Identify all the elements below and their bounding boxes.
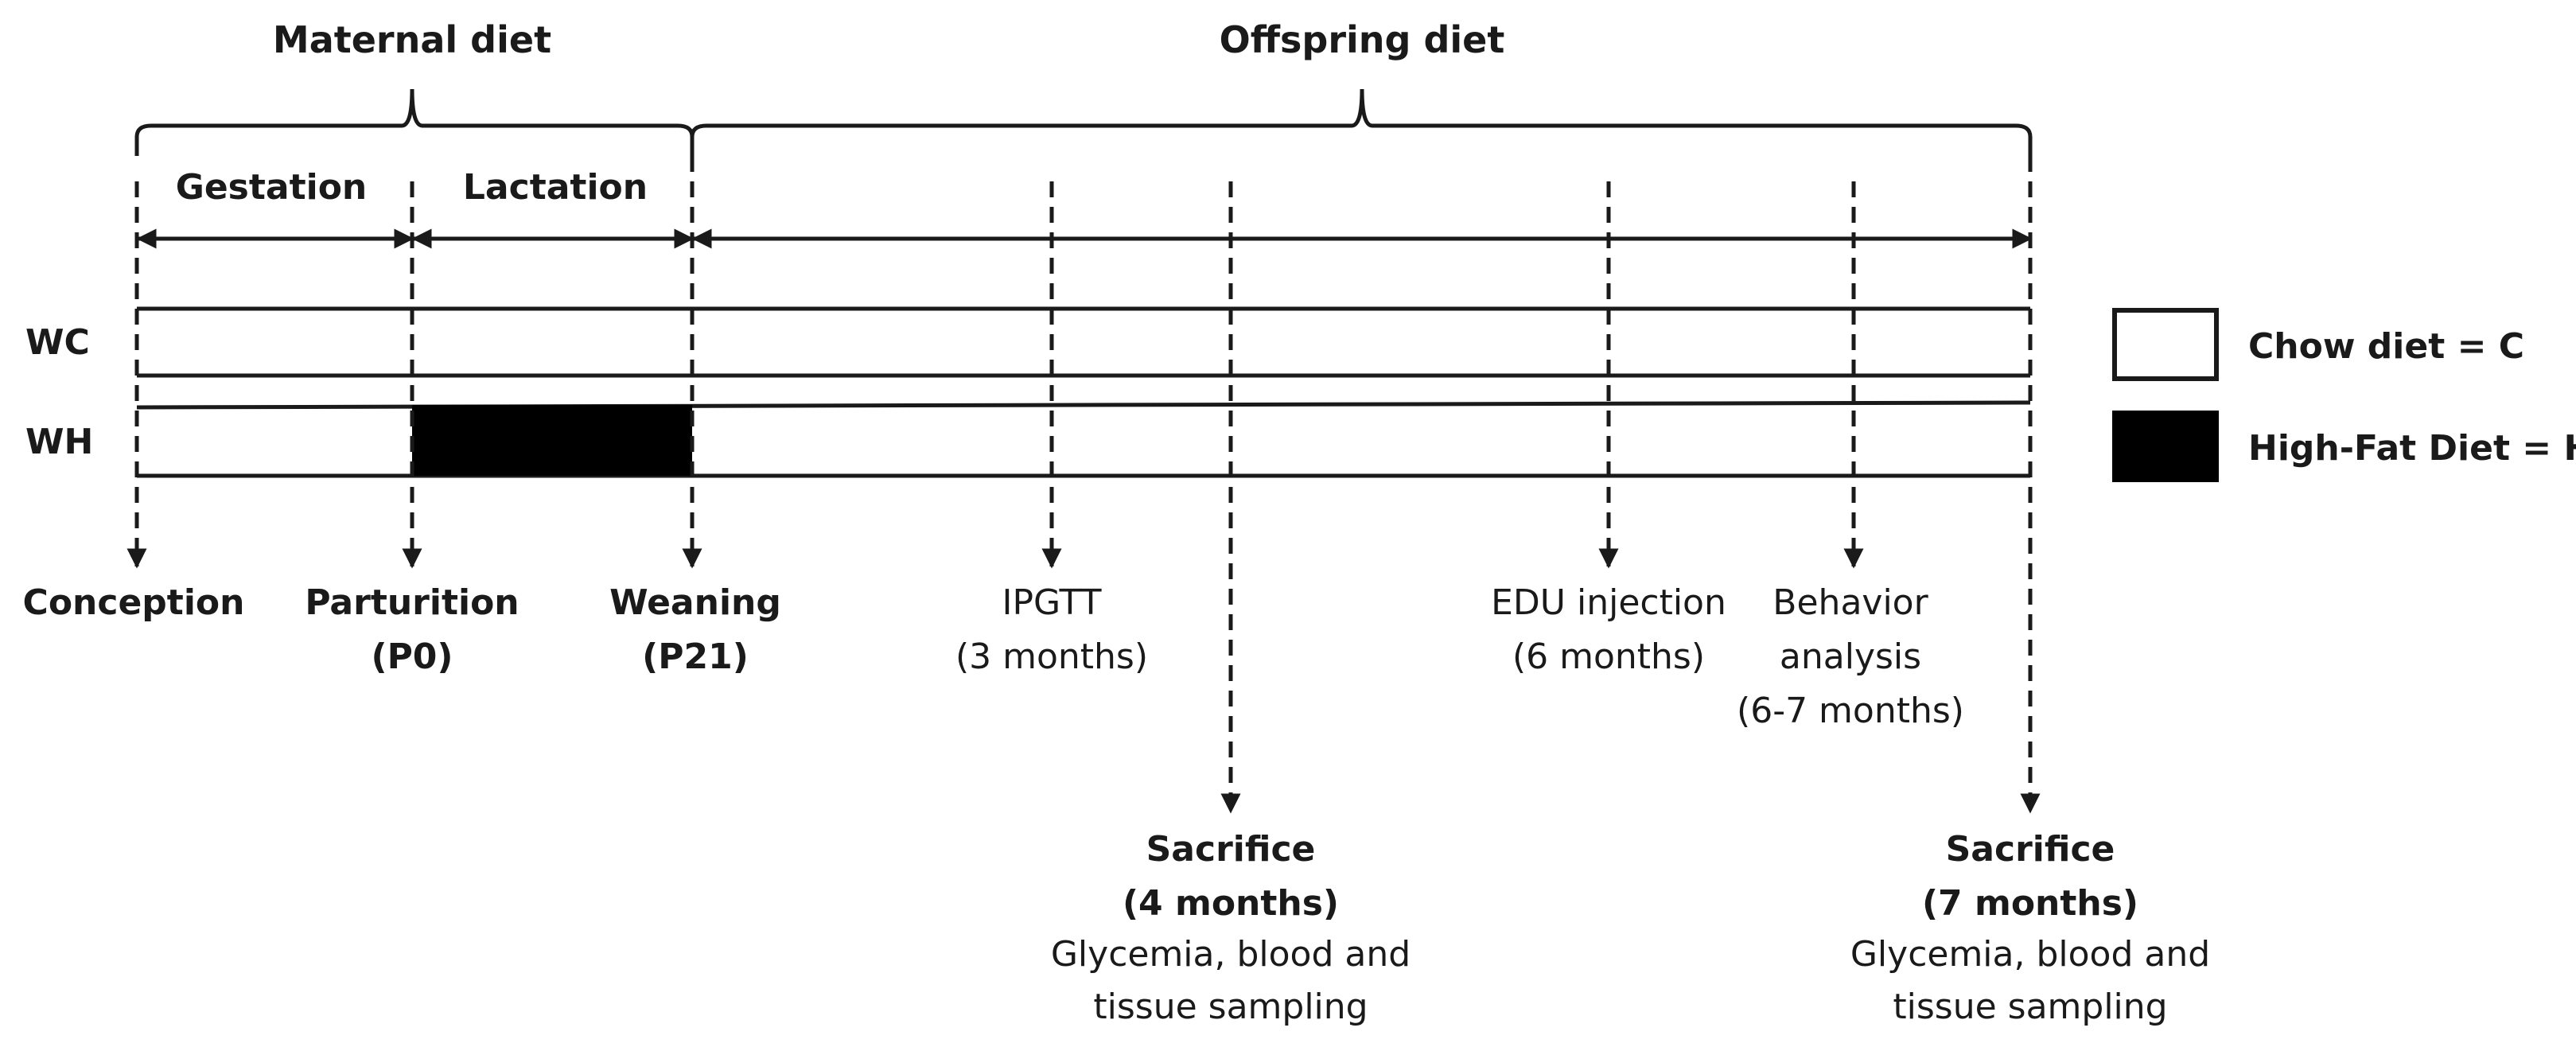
ipgtt-label: IPGTT xyxy=(1002,582,1101,623)
maternal-diet-title: Maternal diet xyxy=(273,18,551,61)
sacrifice-7m-title: Sacrifice xyxy=(1946,829,2115,870)
lactation-label: Lactation xyxy=(463,167,648,208)
legend-chow-swatch xyxy=(2112,308,2219,381)
parturition-day-label: (P0) xyxy=(371,636,453,677)
wh-group-label: WH xyxy=(25,422,93,462)
ipgtt-time-label: (3 months) xyxy=(955,636,1148,677)
behavior-label-line2: analysis xyxy=(1780,636,1921,677)
gestation-label: Gestation xyxy=(176,167,368,208)
wc-group-label: WC xyxy=(25,322,90,363)
sacrifice-4m-time: (4 months) xyxy=(1123,883,1339,924)
edu-label: EDU injection xyxy=(1491,582,1726,623)
behavior-time-label: (6-7 months) xyxy=(1737,691,1964,731)
wh-high-fat-lactation-bar xyxy=(412,405,692,476)
weaning-day-label: (P21) xyxy=(642,636,749,677)
maternal-diet-brace xyxy=(134,88,695,156)
parturition-label: Parturition xyxy=(305,582,519,623)
edu-time-label: (6 months) xyxy=(1512,636,1705,677)
sacrifice-7m-desc-line2: tissue sampling xyxy=(1893,987,2167,1027)
sacrifice-7m-desc-line1: Glycemia, blood and xyxy=(1850,934,2210,975)
sacrifice-7m-time: (7 months) xyxy=(1922,883,2138,924)
legend-chow-label: Chow diet = C xyxy=(2248,326,2524,367)
legend-hfd-swatch xyxy=(2112,411,2219,482)
offspring-diet-title: Offspring diet xyxy=(1220,18,1505,61)
conception-label: Conception xyxy=(23,582,245,623)
offspring-diet-brace xyxy=(690,88,2033,156)
behavior-label-line1: Behavior xyxy=(1772,582,1928,623)
sacrifice-4m-desc-line2: tissue sampling xyxy=(1093,987,1368,1027)
weaning-label: Weaning xyxy=(609,582,781,623)
sacrifice-4m-desc-line1: Glycemia, blood and xyxy=(1051,934,1411,975)
sacrifice-4m-title: Sacrifice xyxy=(1146,829,1316,870)
legend-hfd-label: High-Fat Diet = H xyxy=(2248,428,2576,469)
